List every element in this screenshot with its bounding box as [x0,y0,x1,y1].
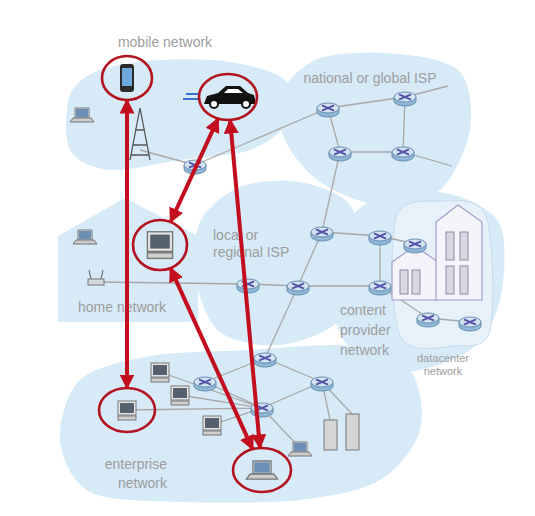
router-symbol [392,147,414,161]
host-highlight [197,72,259,122]
server-rack [412,270,420,294]
pc-symbol [147,232,172,259]
highlight-ellipse [233,448,291,492]
house-outline [58,198,198,322]
network-label: home network [62,299,182,316]
router-symbol [237,279,259,293]
pc-symbol [151,363,169,382]
router-symbol [329,147,351,161]
network-label: content provider network [340,300,415,360]
datacenter-buildings [392,205,482,300]
router-symbol [184,160,206,174]
host-highlight [100,54,154,102]
laptop-symbol [288,442,312,456]
home-router-antenna [89,270,103,279]
server-rack [446,266,454,294]
router-symbol [459,317,481,331]
network-region: home network [55,195,205,325]
p2p-arrow [170,268,252,449]
phone-body [120,64,134,92]
server-rack [400,270,408,294]
car-window [224,89,243,93]
router-symbol [369,281,391,295]
highlight-ellipse [133,220,187,270]
router-symbol [254,353,276,367]
car-wheel [210,100,218,108]
highlight-ring [131,218,189,272]
router-symbol [311,377,333,391]
router-symbol [194,377,216,391]
car-symbol [183,86,256,108]
network-label: local or regional ISP [213,227,303,261]
laptop-symbol [73,230,97,244]
network-label: mobile network [105,34,225,51]
network-region: mobile network [55,32,300,182]
car-wheel [242,100,250,108]
home-router [88,270,104,285]
host-highlight [131,218,189,272]
router-symbol [369,231,391,245]
server-symbol [346,414,359,450]
phone-symbol [120,64,134,92]
region-blob [66,59,293,170]
cell-tower [130,108,150,160]
router-symbol [251,403,273,417]
router-symbol [394,92,416,106]
server-rack [460,232,468,260]
network-label: enterprise network [62,455,167,493]
highlight-ring [100,54,154,102]
tower-lattice [130,108,150,160]
host-highlight [97,386,157,434]
datacenter-building [436,205,482,300]
motion-streak [183,94,200,99]
region-shape [55,32,300,182]
host-highlight [231,446,293,494]
datacenter-building [392,246,438,300]
pc-symbol [203,416,221,435]
network-label: datacenter network [408,352,478,378]
p2p-arrow [230,120,260,448]
router-symbol [417,313,439,327]
region-blob [60,345,422,503]
p2p-arrow [125,100,129,388]
router-symbol [404,239,426,253]
region-blob [392,200,492,348]
region-blob [278,53,472,205]
pc-symbol [171,386,189,405]
router-symbol [287,281,309,295]
p2p-arrow [171,119,219,222]
router-symbol [311,227,333,241]
server-symbol [324,420,337,450]
highlight-ring [197,72,259,122]
highlight-ring [97,386,157,434]
pc-symbol [118,401,136,420]
server-rack [460,266,468,294]
home-router-box [88,279,104,285]
network-label: national or global ISP [285,70,455,87]
network-region: enterprise network [50,340,430,510]
highlight-ellipse [199,74,257,120]
highlight-ellipse [102,56,152,100]
phone-screen [122,68,132,86]
region-blob [330,191,505,372]
laptop-symbol [70,108,94,122]
router-symbol [317,103,339,117]
highlight-ring [231,446,293,494]
network-links [100,86,470,448]
server-rack [446,232,454,260]
laptop-symbol [246,461,277,479]
